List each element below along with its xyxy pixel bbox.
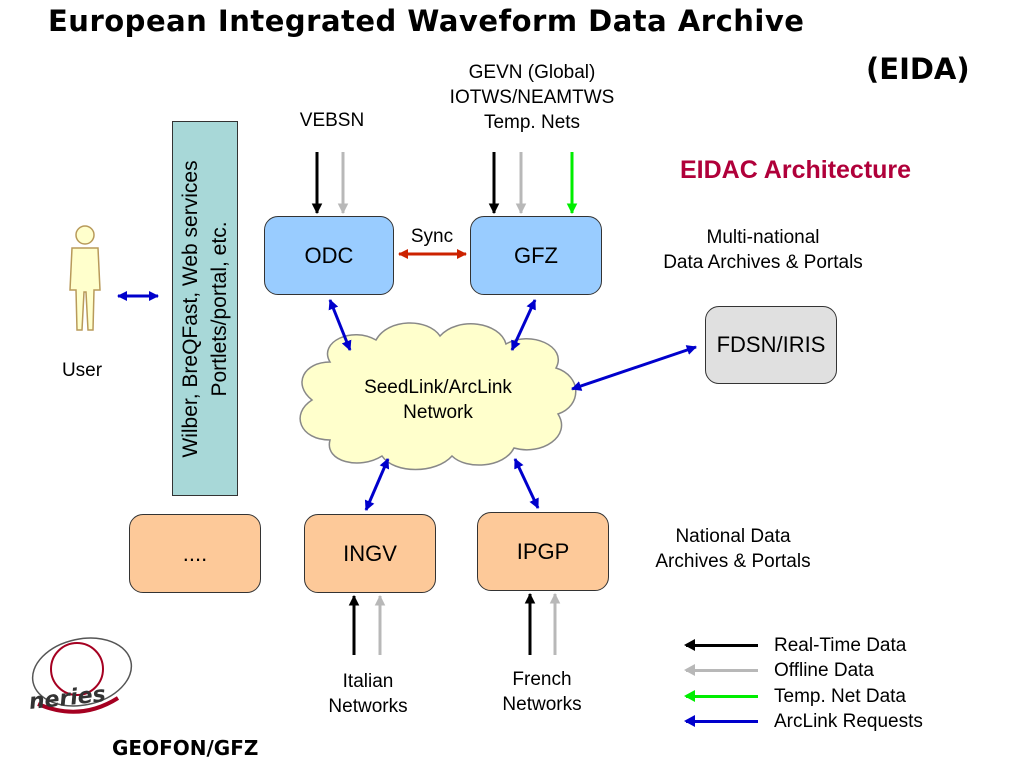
- odc-network-arrow: [328, 299, 352, 351]
- other-archive-node: ....: [129, 514, 261, 593]
- gfz-node: GFZ: [470, 216, 602, 295]
- fdsn-network-arrow: [571, 345, 697, 391]
- national-label: National Data Archives & Portals: [655, 526, 811, 572]
- neries-logo: neries: [28, 637, 133, 715]
- portal-services-box: Wilber, BreQFast, Web services Portlets/…: [172, 121, 238, 496]
- ipgp-node: IPGP: [477, 512, 609, 591]
- page-title: European Integrated Waveform Data Archiv…: [48, 4, 805, 38]
- multinational-label: Multi-national Data Archives & Portals: [663, 227, 863, 273]
- legend-tempnet: Temp. Net Data: [684, 684, 906, 709]
- page-title-acronym: (EIDA): [866, 52, 970, 86]
- ingv-network-arrow: [364, 458, 390, 511]
- legend-offline: Offline Data: [684, 658, 874, 683]
- footer-label: GEOFON/GFZ: [112, 736, 259, 760]
- legend-realtime: Real-Time Data: [684, 633, 906, 658]
- user-icon: [69, 225, 101, 331]
- cloud-label-line1: SeedLink/ArcLink: [364, 377, 512, 398]
- fdsn-iris-node: FDSN/IRIS: [705, 306, 837, 384]
- french-networks-label: French Networks: [502, 669, 582, 715]
- vebsn-label: VEBSN: [299, 110, 365, 131]
- gfz-network-arrow: [510, 299, 537, 351]
- sync-label: Sync: [410, 226, 454, 247]
- ipgp-network-arrow: [513, 458, 540, 509]
- odc-node: ODC: [264, 216, 394, 295]
- seedlink-network-cloud: [299, 322, 577, 471]
- gevn-label: GEVN (Global) IOTWS/NEAMTWS Temp. Nets: [449, 62, 615, 133]
- legend-arclink: ArcLink Requests: [684, 709, 923, 734]
- ingv-node: INGV: [304, 514, 436, 593]
- cloud-label-line2: Network: [403, 402, 473, 423]
- legend-tempnet-arrow: [684, 690, 758, 702]
- user-label: User: [61, 360, 103, 381]
- legend-realtime-arrow: [684, 639, 758, 651]
- italian-networks-label: Italian Networks: [328, 671, 408, 717]
- legend-offline-arrow: [684, 664, 758, 676]
- legend-arclink-arrow: [684, 715, 758, 727]
- architecture-subtitle: EIDAC Architecture: [680, 156, 912, 184]
